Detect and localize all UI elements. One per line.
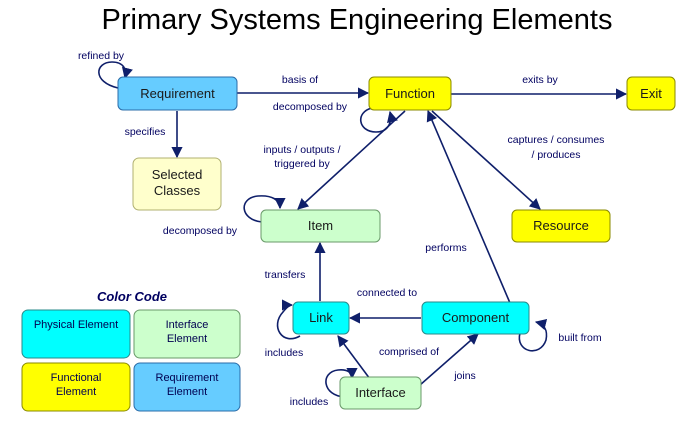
legend-requirement-line1: Requirement: [156, 372, 219, 384]
edge-comprised-of: [337, 335, 371, 380]
label-basis-of: basis of: [282, 74, 318, 86]
legend-requirement-line2: Element: [167, 386, 207, 398]
label-decomposed-by-function: decomposed by: [273, 101, 348, 113]
node-function: Function: [368, 76, 452, 111]
legend-title: Color Code: [97, 289, 167, 304]
edge-refined-by: [98, 61, 133, 89]
node-component: Component: [421, 301, 530, 335]
node-selected-classes-line1: Selected: [152, 167, 203, 182]
label-connected-to: connected to: [357, 287, 417, 299]
node-item-label: Item: [308, 218, 333, 233]
label-includes-interface: includes: [290, 396, 329, 408]
edge-captures: [431, 110, 541, 210]
legend-functional-element: Functional Element: [21, 362, 131, 412]
legend-physical-line1: Physical Element: [34, 319, 118, 331]
node-resource-label: Resource: [533, 218, 589, 233]
node-interface-label: Interface: [355, 385, 406, 400]
edge-inputs-outputs: [297, 110, 406, 210]
node-resource: Resource: [511, 209, 611, 243]
label-performs: performs: [425, 242, 466, 254]
label-captures-line2: / produces: [531, 149, 580, 161]
legend-functional-line1: Functional: [51, 372, 102, 384]
color-legend: Color Code Physical Element Interface El…: [21, 289, 241, 412]
edge-joins: [419, 333, 479, 386]
node-requirement-label: Requirement: [140, 86, 215, 101]
node-item: Item: [260, 209, 381, 243]
label-exits-by: exits by: [522, 74, 558, 86]
node-function-label: Function: [385, 86, 435, 101]
node-selected-classes: Selected Classes: [132, 157, 222, 211]
edge-built-from: [518, 319, 548, 352]
label-joins: joins: [453, 370, 476, 382]
edge-interface-includes: [325, 367, 358, 398]
node-exit-label: Exit: [640, 86, 662, 101]
edge-item-decomposed-by: [243, 195, 286, 223]
label-inputs-line2: triggered by: [274, 158, 330, 170]
edge-function-decomposed-by: [360, 107, 398, 133]
node-link: Link: [292, 301, 350, 335]
node-exit: Exit: [626, 76, 676, 111]
label-captures-line1: captures / consumes: [508, 134, 605, 146]
node-selected-classes-line2: Classes: [154, 183, 201, 198]
legend-requirement-element: Requirement Element: [133, 362, 241, 412]
label-decomposed-by-item: decomposed by: [163, 225, 238, 237]
legend-functional-line2: Element: [56, 386, 96, 398]
edge-performs: [426, 109, 511, 304]
node-link-label: Link: [309, 310, 333, 325]
diagram-title: Primary Systems Engineering Elements: [102, 4, 613, 36]
label-includes-link: includes: [265, 347, 304, 359]
label-inputs-line1: inputs / outputs /: [263, 144, 340, 156]
node-component-label: Component: [442, 310, 510, 325]
label-comprised-of: comprised of: [379, 346, 439, 358]
label-built-from: built from: [558, 332, 601, 344]
legend-interface-line2: Element: [167, 333, 207, 345]
edge-link-includes: [276, 299, 301, 340]
legend-interface-element: Interface Element: [133, 309, 241, 359]
label-transfers: transfers: [265, 269, 306, 281]
node-requirement: Requirement: [117, 76, 238, 111]
node-interface: Interface: [339, 376, 422, 410]
label-refined-by: refined by: [78, 50, 125, 62]
legend-physical-element: Physical Element: [21, 309, 131, 359]
label-specifies: specifies: [125, 126, 166, 138]
legend-interface-line1: Interface: [166, 319, 209, 331]
